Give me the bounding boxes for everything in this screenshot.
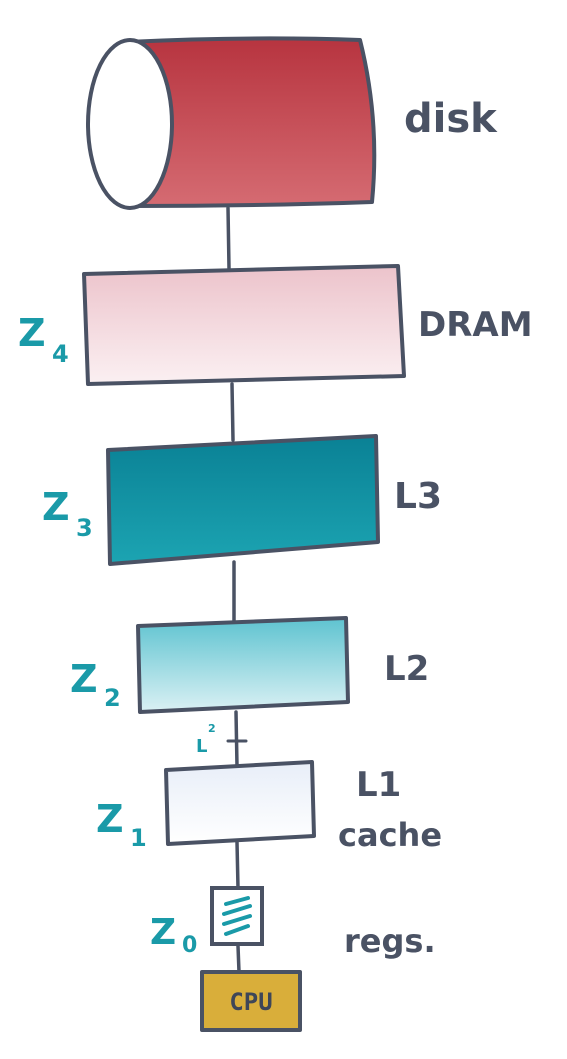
- link-annotation: L 2: [196, 722, 248, 757]
- disk-body: [124, 36, 377, 208]
- link-annotation-sub: 2: [208, 722, 216, 735]
- link-l1-regs: [235, 840, 240, 890]
- dram-box: [82, 264, 406, 386]
- link-regs-cpu: [236, 944, 241, 974]
- l1-label: L1: [356, 765, 401, 805]
- registers-box: [210, 886, 264, 946]
- connector-lines: [226, 206, 241, 974]
- l2-box: [136, 616, 350, 714]
- dram-z-sub: 4: [52, 340, 69, 368]
- regs-label: regs.: [344, 922, 436, 960]
- link-annotation-label: L: [196, 736, 207, 757]
- l1-box: [164, 760, 316, 846]
- disk-cylinder: [86, 36, 377, 210]
- l3-label: L3: [394, 476, 442, 517]
- l1-cache-label: cache: [338, 816, 442, 854]
- l2-label: L2: [384, 649, 429, 689]
- l3-box: [106, 434, 380, 566]
- link-dram-l3: [230, 382, 235, 442]
- l2-z-label: Z: [70, 657, 98, 701]
- dram-label: DRAM: [418, 305, 533, 345]
- l2-z-sub: 2: [104, 684, 121, 712]
- dram-z-label: Z: [18, 311, 46, 355]
- cpu-box: [200, 970, 302, 1032]
- link-l2-l1: [234, 710, 239, 768]
- l3-z-sub: 3: [76, 514, 93, 542]
- link-disk-dram: [226, 206, 231, 270]
- cpu-label: CPU: [229, 988, 272, 1016]
- l1-z-label: Z: [96, 797, 124, 841]
- l1-z-sub: 1: [130, 824, 147, 852]
- disk-top-face: [86, 38, 174, 210]
- regs-box: [210, 886, 264, 946]
- regs-z-label: Z: [150, 912, 176, 953]
- regs-z-sub: 0: [182, 933, 197, 958]
- regs-stripes-icon: [222, 896, 252, 936]
- disk-label: disk: [404, 96, 498, 142]
- l3-z-label: Z: [42, 485, 70, 529]
